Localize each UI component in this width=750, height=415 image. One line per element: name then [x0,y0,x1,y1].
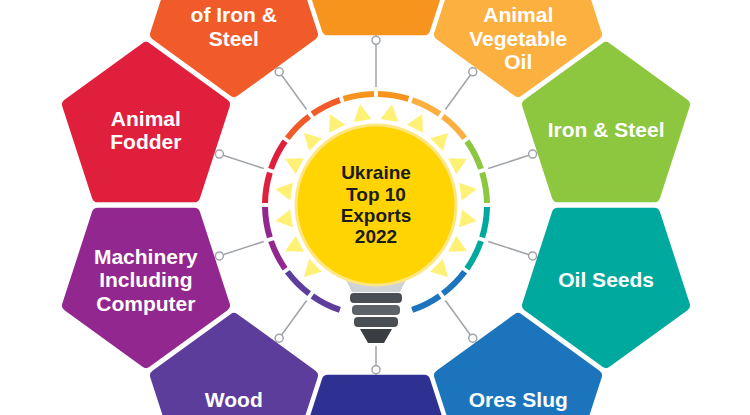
ring-dash [479,172,490,203]
bulb-thread [354,317,398,327]
connector-dot [215,252,223,260]
export-label: Animal Fodder [86,107,206,154]
ring-dash [464,140,483,170]
pentagon-shape [298,0,454,29]
bulb-globe [296,125,456,285]
export-box: of Iron & Steel [134,0,334,109]
ring-dash [411,293,441,312]
pentagon-shape [298,381,454,415]
connector-dot [275,334,283,342]
ring-dash [268,140,287,170]
export-label: Iron & Steel [546,118,666,142]
bulb-tip [360,329,392,343]
sun-ray [448,158,467,174]
export-label: Wood [174,388,294,412]
bulb-thread [350,293,402,303]
ring-dash [464,240,483,270]
export-label: of Iron & Steel [174,3,294,50]
connector-dot [372,366,380,374]
ring-dash [378,91,409,102]
connector-dot [372,36,380,44]
sun-ray [285,236,304,252]
export-box: Ores Slug [418,301,618,415]
export-box: Machinery Including Computer [46,180,246,380]
sun-ray [407,114,423,133]
sun-ray [285,158,304,174]
ring-dash [311,97,341,116]
center-title: Ukraine Top 10 Exports 2022 [325,162,427,247]
sun-ray [459,210,477,228]
connector-dot [469,68,477,76]
ring-dash [268,240,287,270]
connector-dot [275,68,283,76]
export-label: Ores Slug [458,388,578,412]
sun-ray [329,114,345,133]
export-label: Machinery Including Computer [86,245,206,316]
pentagon-shape [68,213,224,361]
pentagon-shape [528,48,684,196]
bulb-thread [352,305,400,315]
export-box: Iron & Steel [506,30,706,230]
connector-dot [529,150,537,158]
ring-dash [479,207,490,238]
export-label: Animal Vegetable Oil [458,3,578,74]
export-label: Oil Seeds [546,268,666,292]
ring-dash [262,207,273,238]
sun-ray [381,104,399,122]
ring-dash [262,172,273,203]
pentagon-shape [440,319,596,415]
sun-ray [275,210,293,228]
sun-ray [459,183,477,201]
ring-dash [411,97,441,116]
ring-dash [311,293,341,312]
connector-dot [469,334,477,342]
sun-ray [354,104,372,122]
sun-ray [448,236,467,252]
sun-ray [275,183,293,201]
connector-dot [529,252,537,260]
center-circle: Ukraine Top 10 Exports 2022 [258,87,494,323]
pentagon-shape [156,0,312,91]
connector-dot [215,150,223,158]
ring-dash [343,91,374,102]
